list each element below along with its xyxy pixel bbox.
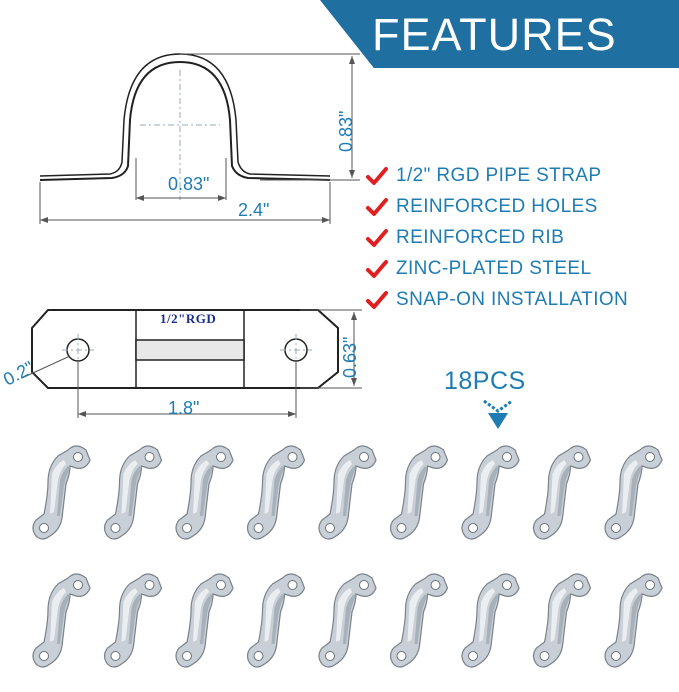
overall-width-label: 2.4"	[238, 200, 270, 220]
strap-photo	[604, 573, 663, 668]
strap-photo	[32, 573, 91, 668]
strap-photo	[246, 445, 306, 540]
feature-text: ZINC-PLATED STEEL	[396, 257, 592, 279]
strap-photo	[461, 445, 520, 540]
strap-photo	[461, 573, 520, 668]
feature-text: REINFORCED HOLES	[396, 195, 598, 217]
red-check-icon	[366, 228, 388, 247]
strap-photo	[32, 445, 91, 540]
red-check-icon	[366, 166, 388, 185]
strap-photo	[604, 445, 663, 540]
feature-item: REINFORCED RIB	[366, 222, 628, 253]
feature-text: SNAP-ON INSTALLATION	[396, 288, 629, 310]
page-title: FEATURES	[372, 9, 617, 60]
red-check-icon	[366, 290, 388, 309]
strap-photo	[389, 573, 449, 668]
strap-photo	[103, 573, 163, 668]
feature-item: SNAP-ON INSTALLATION	[366, 284, 628, 315]
feature-text: 1/2" RGD PIPE STRAP	[396, 164, 602, 186]
strap-photo	[532, 445, 592, 540]
inner-width-label: 0.83"	[168, 174, 210, 194]
hole-spacing-label: 1.8"	[168, 398, 200, 418]
strap-photo	[246, 573, 306, 668]
feature-item: 1/2" RGD PIPE STRAP	[366, 160, 628, 191]
strap-photo	[389, 445, 449, 540]
red-check-icon	[366, 259, 388, 278]
quantity-label: 18PCS	[444, 367, 526, 395]
strap-photo	[103, 445, 163, 540]
strap-photo	[318, 445, 377, 540]
feature-item: REINFORCED HOLES	[366, 191, 628, 222]
feature-list: 1/2" RGD PIPE STRAP REINFORCED HOLES REI…	[366, 160, 628, 315]
feature-text: REINFORCED RIB	[396, 226, 565, 248]
feature-item: ZINC-PLATED STEEL	[366, 253, 628, 284]
size-stamp: 1/2"RGD	[160, 311, 217, 326]
strap-photo	[175, 573, 234, 668]
down-arrow-icon	[483, 399, 513, 429]
strap-photo	[318, 573, 377, 668]
red-check-icon	[366, 197, 388, 216]
header-banner	[320, 0, 679, 68]
strap-photo	[532, 573, 592, 668]
strap-photo	[175, 445, 234, 540]
